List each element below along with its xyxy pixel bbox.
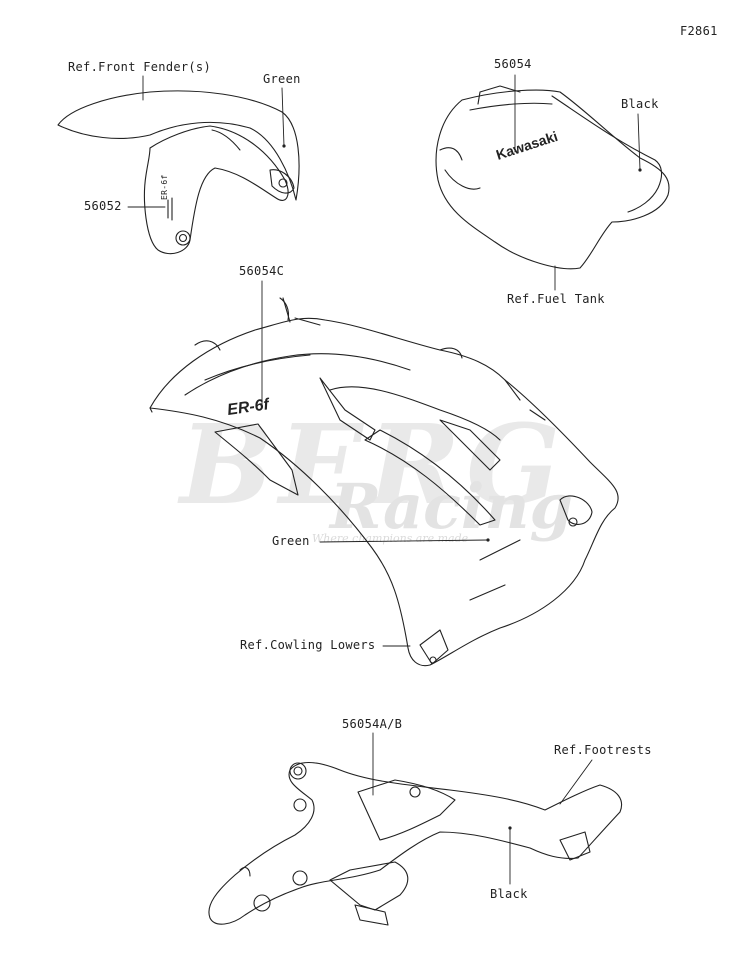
fender-decal-text: ER-6f: [160, 174, 169, 200]
footrests-color-label: Black: [490, 887, 528, 901]
diagram-code: F2861: [680, 24, 718, 38]
tank-decal-text: Kawasaki: [494, 128, 560, 163]
fuel-tank-part-number: 56054: [494, 57, 532, 71]
fuel-tank-ref-label: Ref.Fuel Tank: [507, 292, 605, 306]
front-fender-drawing: [57, 90, 300, 255]
footrests-part-number: 56054A/B: [342, 717, 403, 731]
fuel-tank-color-label: Black: [621, 97, 659, 111]
fuel-tank-drawing: [435, 85, 670, 270]
footrests-ref-label: Ref.Footrests: [554, 743, 652, 757]
leader-lines: [127, 74, 641, 885]
cowling-part-number: 56054C: [239, 264, 285, 278]
front-fender-color-label: Green: [263, 72, 301, 86]
watermark-brand: BERG: [180, 400, 567, 529]
watermark-sub: Racing: [330, 470, 573, 543]
cowling-decal-text: ER-6f: [226, 396, 271, 419]
cowling-ref-label: Ref.Cowling Lowers: [240, 638, 376, 652]
front-fender-part-number: 56052: [84, 199, 122, 213]
front-fender-ref-label: Ref.Front Fender(s): [68, 60, 211, 74]
footrest-bracket-drawing: [208, 761, 623, 926]
cowling-color-label: Green: [272, 534, 310, 548]
leader-dots: [282, 144, 642, 830]
cowling-drawing: [149, 297, 619, 667]
